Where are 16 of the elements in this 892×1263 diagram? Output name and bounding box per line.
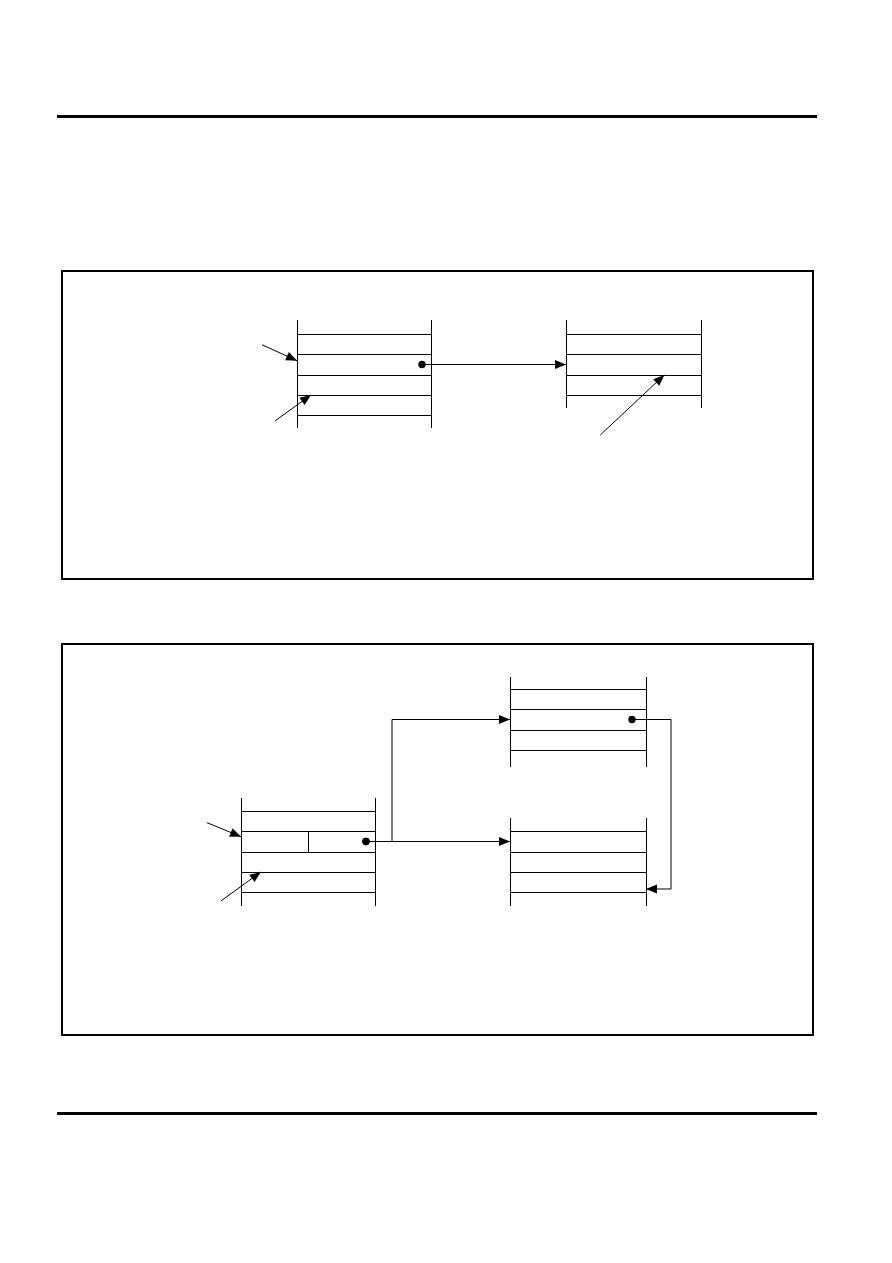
memory-cell [241,872,376,893]
memory-cell [510,730,647,751]
panel-frame [61,643,814,1036]
memory-cell [510,872,647,893]
arrow [628,715,672,894]
arrow [220,871,262,902]
memory-cell [241,831,309,853]
memory-cell [297,395,432,416]
arrow [418,360,567,369]
arrow [362,837,511,846]
arrow [599,374,665,436]
arrow [261,344,298,362]
arrow [206,822,242,838]
arrow [274,394,312,422]
panel-frame [61,270,814,580]
memory-cell [566,375,702,396]
